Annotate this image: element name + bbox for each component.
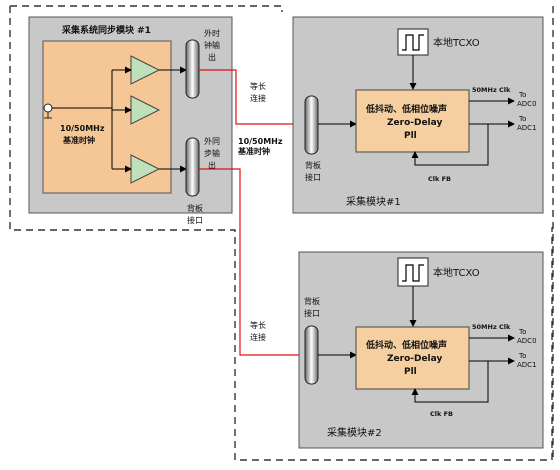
equal-length-1b: 连接 (250, 93, 266, 103)
ref-clock-input-connector (43, 103, 53, 113)
acq-1-tcxo-label: 本地TCXO (433, 36, 480, 49)
ref-between-1: 10/50MHz (238, 137, 283, 146)
acq-1-title: 采集模块#1 (346, 195, 401, 208)
equal-length-1a: 等长 (250, 81, 266, 91)
ref-clock-label-1: 10/50MHz (60, 124, 105, 133)
acq-2-pll-block (355, 326, 470, 390)
acq-1-backplane-label-1: 背板 (305, 160, 321, 170)
acq-1-to-adc1-b: ADC1 (517, 124, 537, 132)
acq-1-to-adc1-a: To (518, 115, 526, 123)
acq-1-pll-line-1: 低抖动、低相位噪声 (365, 103, 447, 115)
acq-1-backplane-label-2: 接口 (305, 172, 321, 182)
acq-1-pll-line-3: Pll (404, 131, 417, 141)
ext-sync-out-label-1: 外同 (204, 136, 220, 146)
acq-1-to-adc0-b: ADC0 (517, 100, 537, 108)
acq-2-backplane-connector (304, 325, 319, 385)
ref-clock-label-2: 基准时钟 (62, 135, 95, 145)
ext-clock-out-label-1: 外时 (204, 28, 220, 38)
acq-2-backplane-label-1: 背板 (304, 296, 320, 306)
equal-length-2a: 等长 (250, 320, 266, 330)
acq-module-1: 本地TCXO 背板 接口 低抖动、低相位噪声 Zero-Delay Pll 50… (292, 16, 544, 214)
acq-2-to-adc1-a: To (518, 352, 526, 360)
square-wave-icon (402, 264, 424, 282)
acq-1-feedback-label: Clk FB (428, 175, 451, 183)
clock-trace-1 (199, 69, 305, 125)
acq-module-2: 本地TCXO 背板 接口 低抖动、低相位噪声 Zero-Delay Pll 50… (298, 251, 544, 449)
ext-sync-out-connector (185, 137, 200, 197)
acq-2-tcxo-label: 本地TCXO (433, 266, 480, 279)
acq-1-clk-out-label: 50MHz Clk (472, 86, 511, 94)
acq-2-to-adc1-b: ADC1 (517, 361, 537, 369)
equal-length-2b: 连接 (250, 332, 266, 342)
acq-2-to-adc0-a: To (518, 328, 526, 336)
ext-sync-out-label-2: 步输 (204, 148, 220, 158)
acq-2-feedback-loop (411, 361, 489, 403)
acq-2-backplane-label-2: 接口 (304, 308, 320, 318)
acq-1-backplane-connector (304, 95, 319, 155)
acq-2-to-adc0-b: ADC0 (517, 337, 537, 345)
outer-dashed-boundary (9, 5, 553, 461)
acq-2-pll-line-1: 低抖动、低相位噪声 (365, 339, 447, 351)
acq-2-pll-line-2: Zero-Delay (387, 354, 442, 364)
acq-1-pll-block (355, 89, 470, 153)
square-wave-icon (402, 34, 424, 51)
acq-2-pll-line-3: Pll (404, 367, 417, 377)
acq-1-feedback-loop (411, 124, 489, 166)
acq-2-feedback-label: Clk FB (430, 410, 453, 418)
ext-clock-out-label-2: 钟输 (204, 40, 220, 50)
sync-backplane-label-1: 背板 (187, 203, 203, 213)
acq-1-pll-line-2: Zero-Delay (387, 118, 442, 128)
acq-2-clk-out-label: 50MHz Clk (472, 323, 511, 331)
acq-1-to-adc0-a: To (518, 91, 526, 99)
sync-trace-2 (199, 168, 305, 356)
ext-clock-out-connector (185, 39, 200, 99)
sync-module-title: 采集系统同步模块 #1 (61, 24, 151, 36)
ext-clock-out-label-3: 出 (208, 52, 216, 62)
sync-backplane-label-2: 接口 (187, 215, 203, 225)
acq-2-title: 采集模块#2 (327, 426, 382, 439)
ref-between-2: 基准时钟 (237, 146, 270, 156)
ext-sync-out-label-3: 出 (208, 160, 216, 170)
